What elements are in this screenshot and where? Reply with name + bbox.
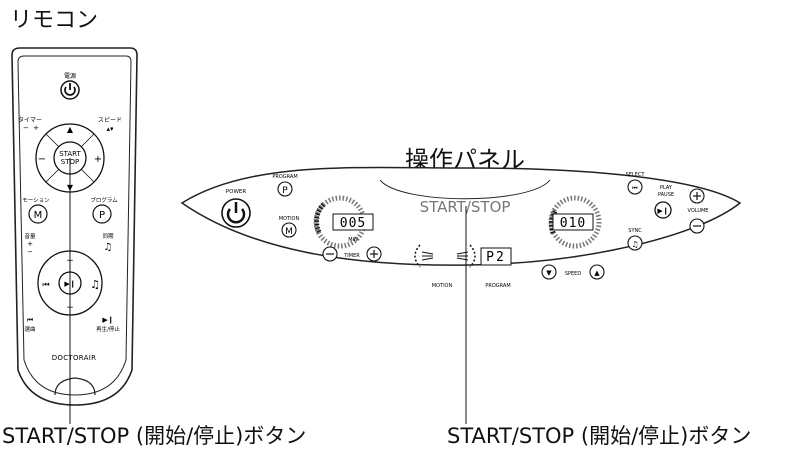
svg-text:010: 010 bbox=[560, 216, 586, 231]
svg-text:005: 005 bbox=[340, 216, 366, 231]
svg-text:PROGRAM: PROGRAM bbox=[485, 283, 510, 289]
remote-speed-label: スピード bbox=[98, 117, 122, 124]
svg-text:PROGRAM: PROGRAM bbox=[272, 174, 297, 180]
svg-text:+: + bbox=[27, 240, 33, 248]
svg-text:−: − bbox=[27, 248, 33, 256]
speed-updown-icon: ▴▾ bbox=[106, 125, 114, 133]
dpad-up-icon[interactable]: ▲ bbox=[67, 125, 74, 134]
panel-select-button[interactable] bbox=[627, 179, 643, 195]
remote-motion-button[interactable] bbox=[28, 204, 48, 224]
speed-up-button[interactable] bbox=[589, 264, 605, 280]
svg-text:START: START bbox=[59, 150, 81, 158]
svg-text:P: P bbox=[99, 210, 105, 221]
svg-text:M: M bbox=[285, 227, 293, 237]
dpad-minus-icon[interactable]: − bbox=[38, 154, 46, 165]
svg-text:MOTION: MOTION bbox=[432, 283, 453, 289]
svg-text:SPEED: SPEED bbox=[565, 271, 582, 277]
remote-program-button[interactable] bbox=[92, 204, 112, 224]
svg-text:TIMER: TIMER bbox=[343, 253, 360, 259]
svg-text:P: P bbox=[282, 186, 288, 196]
svg-text:VOLUME: VOLUME bbox=[688, 208, 709, 214]
speed-down-button[interactable] bbox=[541, 264, 557, 280]
remote-volume-label: 音量 bbox=[24, 232, 36, 240]
remote-title: リモコン bbox=[10, 8, 99, 33]
svg-text:POWER: POWER bbox=[226, 189, 247, 195]
select-icon: ⏮ bbox=[632, 185, 638, 192]
svg-text:SELECT: SELECT bbox=[626, 172, 646, 178]
panel-start-stop-button[interactable]: START/STOP bbox=[420, 198, 511, 216]
power-icon bbox=[226, 202, 246, 224]
remote-select-label: 選曲 bbox=[24, 325, 35, 333]
svg-text:M: M bbox=[34, 210, 43, 221]
panel-play-pause-button[interactable] bbox=[654, 201, 672, 219]
remote-program-label: プログラム bbox=[90, 196, 118, 204]
svg-text:−: − bbox=[23, 124, 29, 132]
motion-left-icon[interactable] bbox=[414, 244, 434, 268]
control-panel: POWER PROGRAM P MOTION M 005 MIN TIMER S… bbox=[180, 166, 742, 424]
svg-text:SYNC: SYNC bbox=[628, 228, 642, 234]
timer-display bbox=[332, 213, 374, 231]
remote-playpause-label: 再生/停止 bbox=[96, 325, 120, 333]
music-note-icon: ♫ bbox=[631, 240, 638, 249]
remote-timer-label: タイマー bbox=[18, 116, 42, 124]
down-arrow-icon: ▼ bbox=[546, 269, 552, 277]
panel-sync-button[interactable] bbox=[627, 235, 643, 251]
remote-motion-label: モーション bbox=[22, 197, 50, 204]
dpad-plus-icon[interactable]: + bbox=[94, 154, 102, 165]
select-icon[interactable]: ⏮ bbox=[42, 280, 49, 289]
play-pause-icon: ▶❙ bbox=[102, 316, 113, 324]
play-pause-icon: ▶❙ bbox=[657, 207, 668, 215]
svg-text:+: + bbox=[33, 124, 39, 132]
select-icon: ⏮ bbox=[27, 316, 33, 324]
panel-motion-button[interactable] bbox=[281, 222, 297, 238]
remote-brand-logo: DOCTORAIR bbox=[52, 354, 97, 362]
svg-text:MOTION: MOTION bbox=[279, 216, 300, 222]
speed-display bbox=[552, 213, 594, 231]
remote-start-stop-caption: START/STOP (開始/停止)ボタン bbox=[2, 424, 307, 448]
panel-program-button[interactable] bbox=[277, 181, 293, 197]
remote-power-label: 電源 bbox=[64, 72, 76, 80]
svg-text:PLAY: PLAY bbox=[660, 185, 673, 191]
remote-control: 電源 タイマー − + スピード ▴▾ ▲ ▼ − + START STOP モ… bbox=[11, 47, 138, 424]
svg-text:PAUSE: PAUSE bbox=[658, 192, 674, 198]
power-icon bbox=[64, 83, 76, 96]
up-arrow-icon: ▲ bbox=[594, 269, 600, 277]
program-display bbox=[480, 247, 512, 266]
speed-dial bbox=[548, 195, 602, 249]
sync-icon[interactable]: ♫ bbox=[90, 278, 100, 291]
remote-sync-label: 同期 bbox=[102, 233, 114, 240]
music-note-icon: ♫ bbox=[104, 242, 113, 253]
svg-text:P2: P2 bbox=[486, 250, 506, 265]
svg-text:MIN: MIN bbox=[348, 237, 358, 243]
panel-start-stop-caption: START/STOP (開始/停止)ボタン bbox=[447, 424, 752, 448]
